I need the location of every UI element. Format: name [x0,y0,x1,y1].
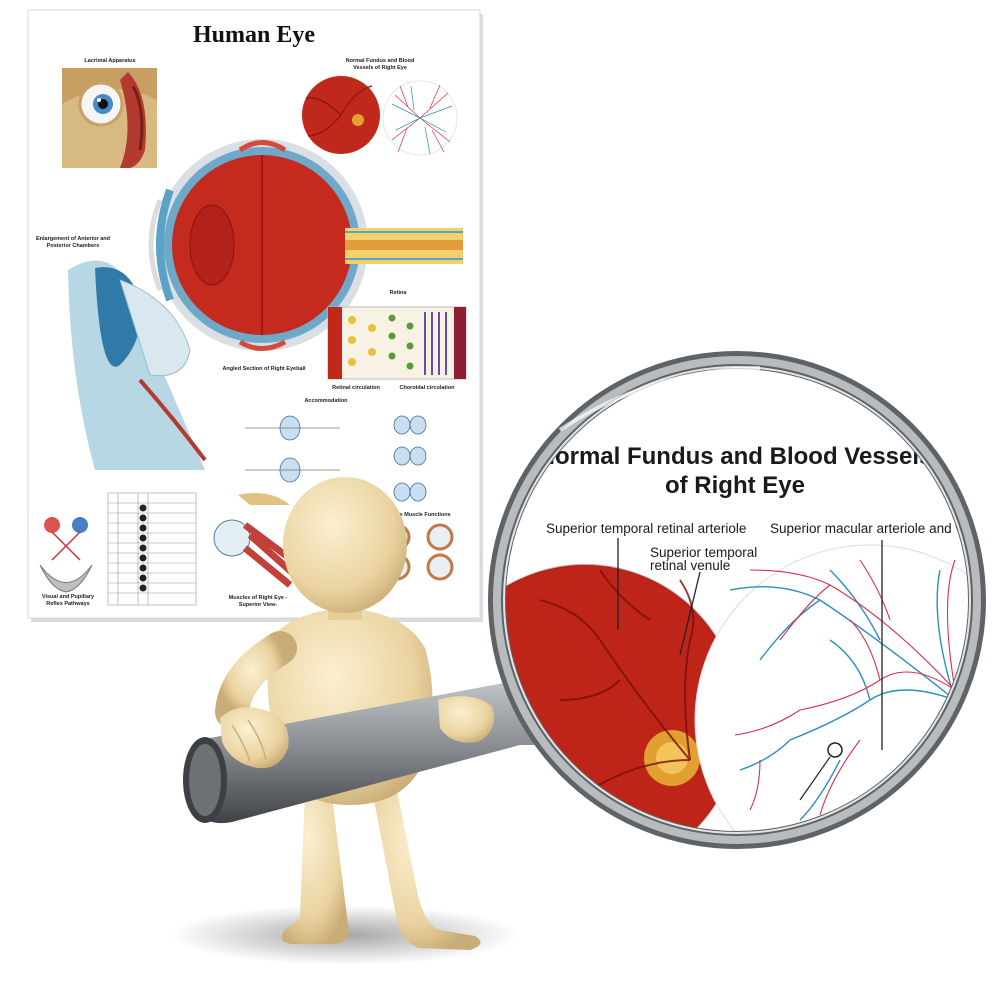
retina-illustration [327,306,467,380]
retinal-circulation-label: Retinal circulation [332,385,380,391]
chambers-illustration [68,260,207,470]
muscles-heading: Muscles of Right Eye -Superior View- [228,595,288,608]
muscle-functions-heading: Right Eye Muscle Functions [377,512,451,518]
pathways-heading: Visual and Pupillary Reflex Pathways [41,594,95,607]
lacrimal-illustration [62,68,157,168]
vessel-diagram-small [382,80,458,156]
fundus-small-illustration [302,76,380,154]
retina-heading: Retina [389,290,407,296]
accommodation-heading: Accommodation [304,398,348,404]
lacrimal-heading: Lacrimal Apparatus [84,58,136,64]
visual-field-table [107,492,197,606]
accommodation-illustration [245,415,427,502]
pathways-illustration [39,517,93,593]
choroidal-circulation-label: Choroidal circulation [399,385,455,391]
poster-title: Human Eye [192,22,315,48]
eyeball-heading: Angled Section of Right Eyeball [222,366,306,372]
fundus-heading: Normal Fundus and Blood Vessels of Right… [345,58,415,71]
eyeball-illustration [148,139,463,351]
chambers-heading: Enlargement of Anterior and Posterior Ch… [35,236,111,249]
figure-hands [220,696,495,769]
